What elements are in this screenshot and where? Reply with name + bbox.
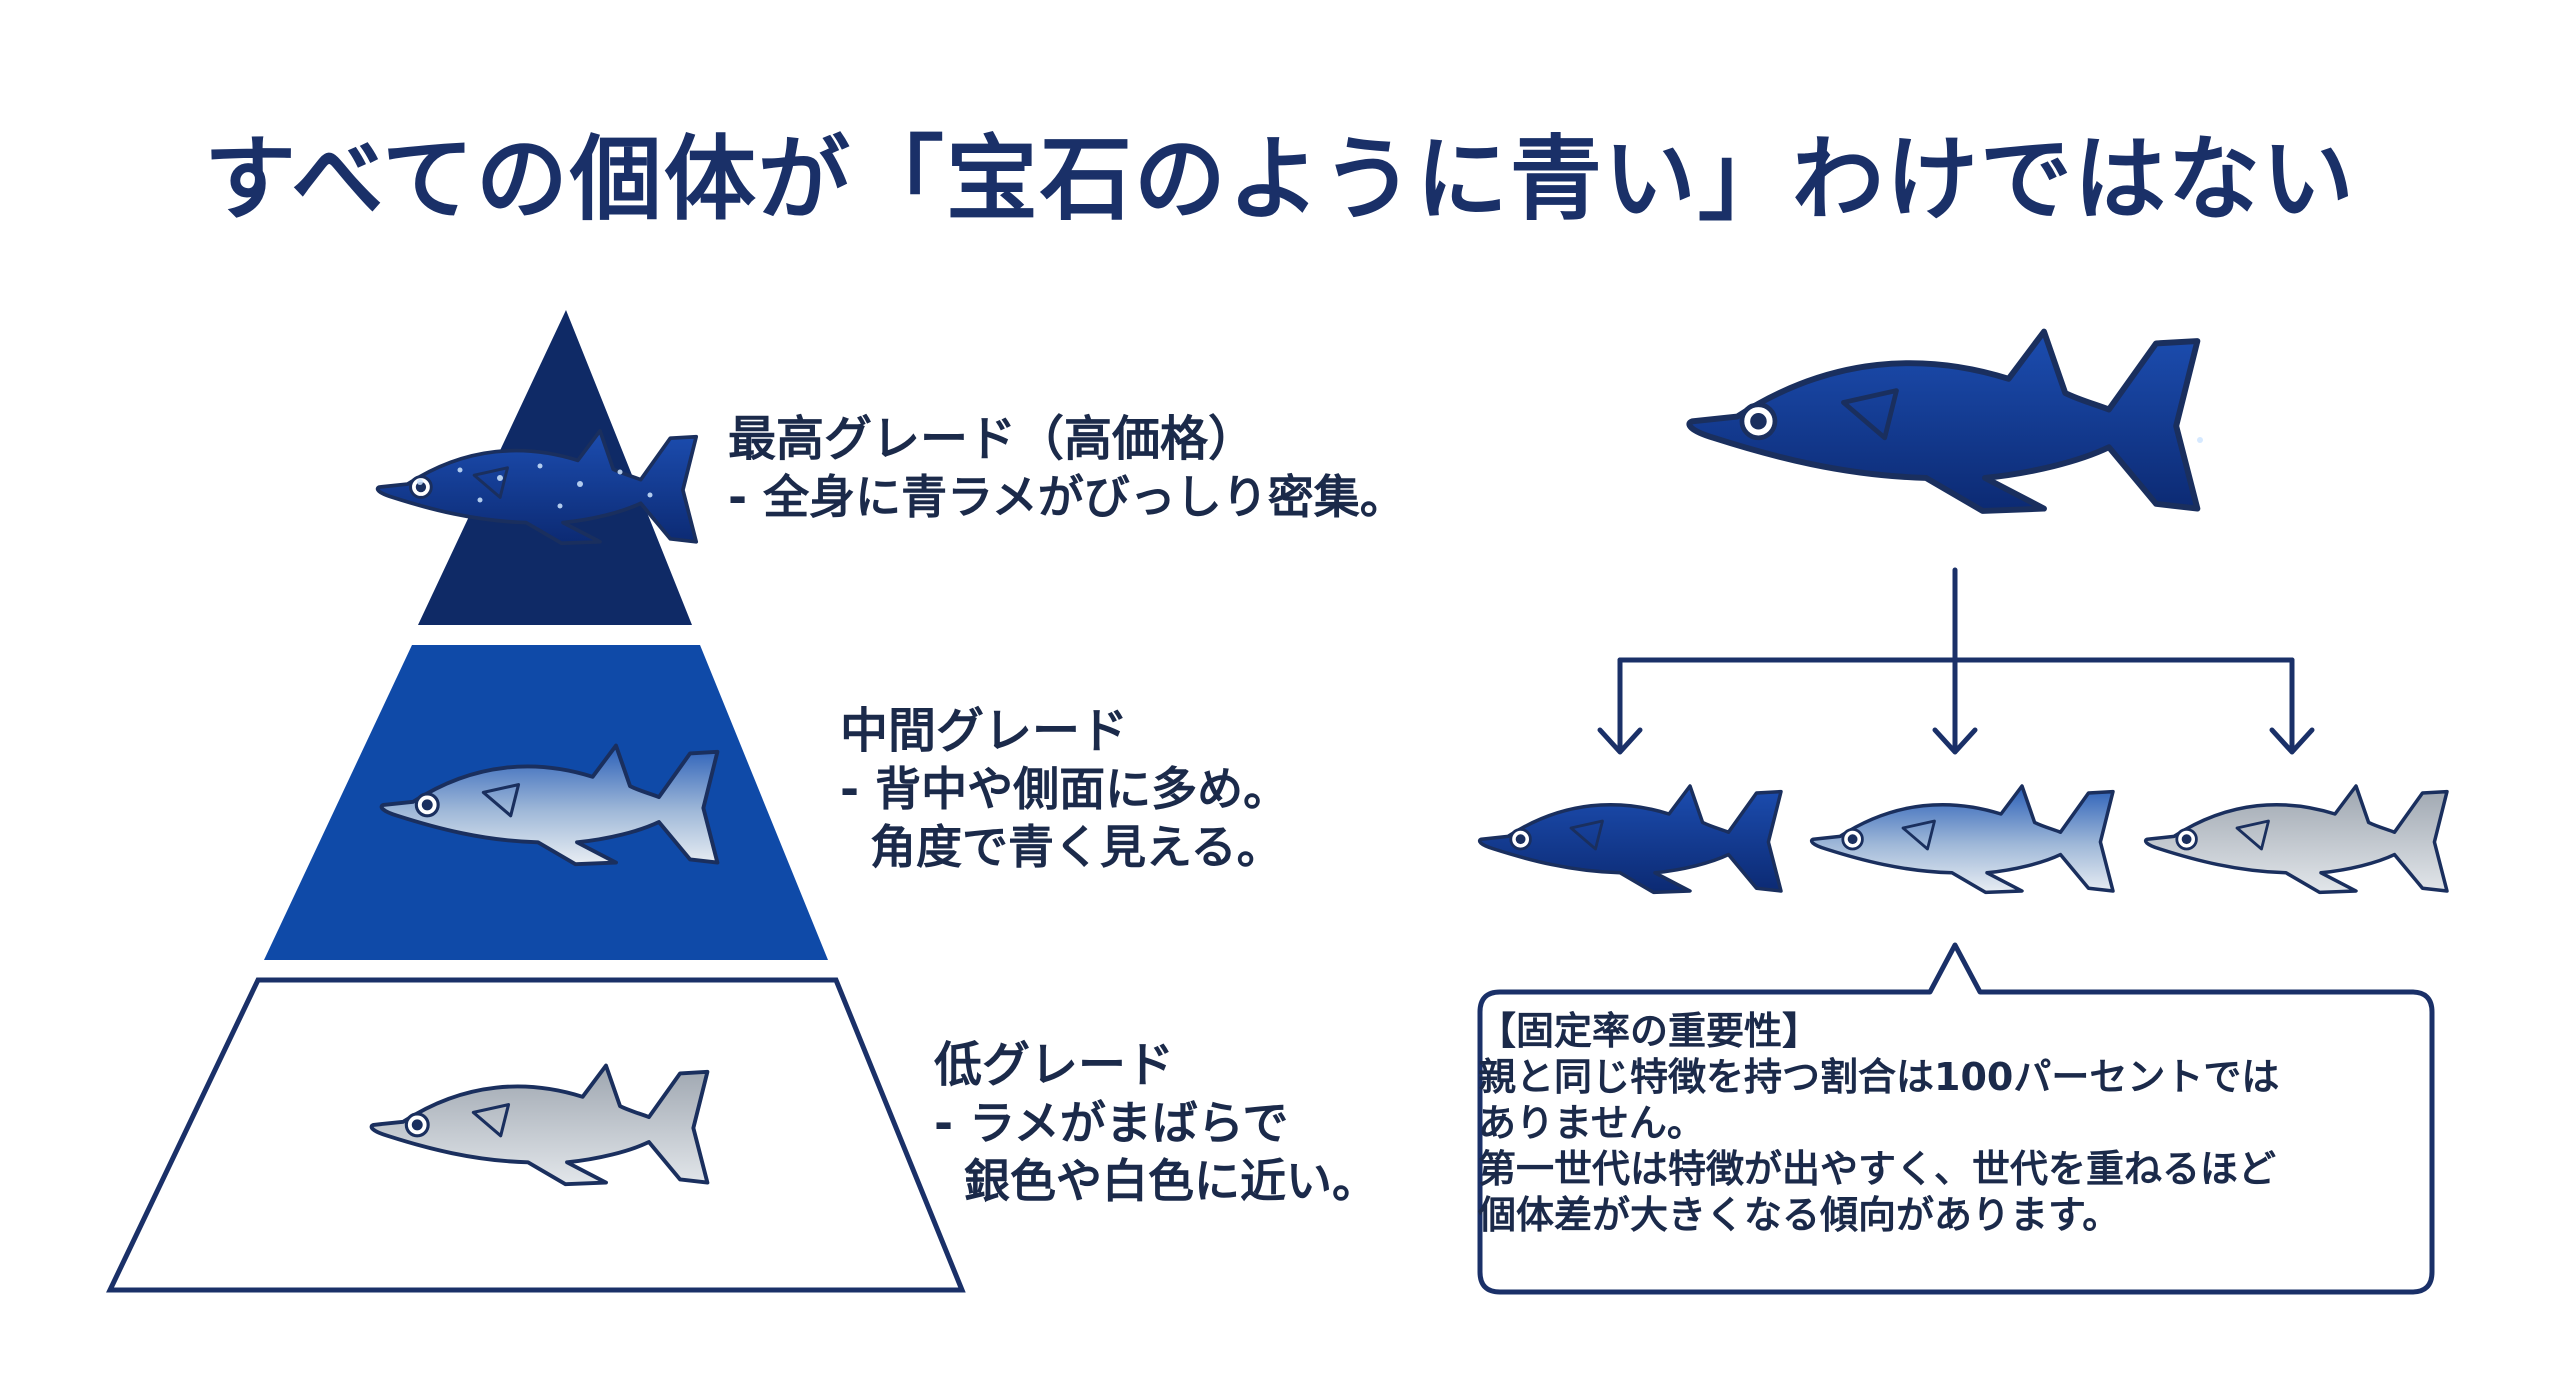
callout-line: 個体差が大きくなる傾向があります。: [1478, 1193, 2121, 1237]
fish-offspring-mid: [1809, 784, 2115, 895]
grade-heading: 中間グレード: [840, 703, 1129, 759]
callout-heading: 【固定率の重要性】: [1478, 1009, 1821, 1053]
callout-line: ありません。: [1478, 1101, 1705, 1145]
lineage-arrows: [1597, 567, 2315, 755]
grade-heading: 低グレード: [934, 1037, 1175, 1093]
callout-line: 親と同じ特徴を持つ割合は100パーセントでは: [1478, 1055, 2280, 1099]
grade-desc: - ラメがまばらで: [934, 1096, 1289, 1150]
callout-text: 【固定率の重要性】 親と同じ特徴を持つ割合は100パーセントでは ありません。 …: [1478, 1008, 2426, 1286]
grade-label-mid: 中間グレード - 背中や側面に多め。 角度で青く見える。: [840, 702, 1289, 876]
grade-desc: - 全身に青ラメがびっしり密集。: [728, 470, 1406, 524]
fish-parent: [1689, 332, 2197, 511]
grade-heading: 最高グレード（高価格）: [728, 411, 1257, 467]
grade-label-low: 低グレード - ラメがまばらで 銀色や白色に近い。: [934, 1036, 1378, 1210]
callout-box: [1477, 942, 2435, 1295]
grade-desc: 角度で青く見える。: [870, 820, 1283, 874]
page-title: すべての個体が「宝石のように青い」わけではない: [204, 126, 2356, 233]
fish-offspring-blue: [1477, 784, 1783, 895]
fish-offspring-silver: [2143, 784, 2449, 895]
grade-desc: - 背中や側面に多め。: [840, 762, 1290, 816]
callout-line: 第一世代は特徴が出やすく、世代を重ねるほど: [1478, 1147, 2277, 1191]
grade-desc: 銀色や白色に近い。: [964, 1154, 1378, 1208]
grade-label-top: 最高グレード（高価格） - 全身に青ラメがびっしり密集。: [728, 410, 1406, 526]
